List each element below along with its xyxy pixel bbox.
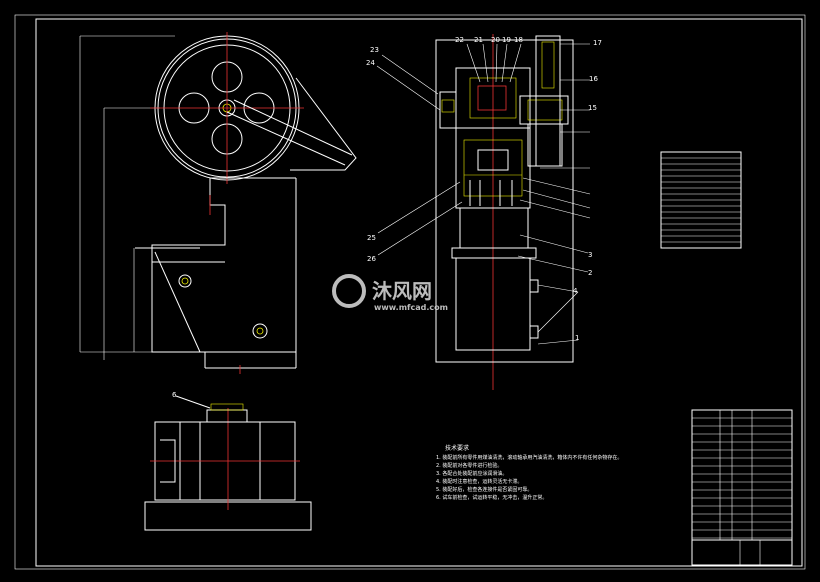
- press-frame: [151, 178, 297, 353]
- part-label-22: 22: [455, 36, 464, 44]
- part-label-1: 1: [575, 334, 579, 342]
- note-line-3: 3. 各配合处装配前应涂润滑油。: [436, 470, 507, 477]
- part-label-17: 17: [593, 39, 602, 47]
- part-number-labels: 22 21 20 19 18 17 23 24 16 15 25 26 3 2 …: [172, 36, 602, 399]
- note-line-1: 1. 装配前所有零件用煤油清洗，滚动轴承用汽油清洗，箱体内不许有任何杂物存在。: [436, 454, 622, 461]
- part-label-2: 2: [588, 269, 592, 277]
- part-label-20: 20: [491, 36, 500, 44]
- front-view: [79, 32, 357, 374]
- part-label-6: 6: [172, 391, 177, 399]
- title-block: [691, 409, 793, 566]
- part-label-26: 26: [367, 255, 376, 263]
- technical-requirements: 技术要求 1. 装配前所有零件用煤油清洗，滚动轴承用汽油清洗，箱体内不许有任何杂…: [436, 444, 622, 501]
- part-label-24: 24: [366, 59, 375, 67]
- watermark-brand: 沐风网: [372, 279, 432, 303]
- part-label-16: 16: [589, 75, 598, 83]
- section-view: [435, 34, 574, 390]
- note-line-5: 5. 装配好后，检查各连接件是否紧固可靠。: [436, 486, 532, 493]
- outer-border: [14, 14, 806, 570]
- watermark: 沐风网 www.mfcad.com: [332, 274, 448, 312]
- part-label-4: 4: [573, 287, 578, 295]
- part-label-18: 18: [514, 36, 523, 44]
- watermark-url: www.mfcad.com: [374, 303, 448, 312]
- part-label-15: 15: [588, 104, 597, 112]
- leader-lines: [376, 43, 591, 345]
- part-label-19: 19: [502, 36, 511, 44]
- inner-border: [35, 18, 803, 567]
- note-line-4: 4. 装配时注意检查，运转灵活无卡滞。: [436, 478, 522, 485]
- note-line-2: 2. 装配前对各零件进行检验。: [436, 462, 502, 469]
- watermark-logo-icon: [332, 274, 366, 308]
- part-label-21: 21: [474, 36, 483, 44]
- part-label-23: 23: [370, 46, 379, 54]
- notes-title: 技术要求: [445, 444, 469, 452]
- top-view: [144, 395, 312, 531]
- part-label-25: 25: [367, 234, 376, 242]
- note-line-6: 6. 试车前检查，试运转平稳，无冲击，温升正常。: [436, 494, 547, 501]
- part-label-3: 3: [588, 251, 592, 259]
- parts-list: [660, 151, 742, 249]
